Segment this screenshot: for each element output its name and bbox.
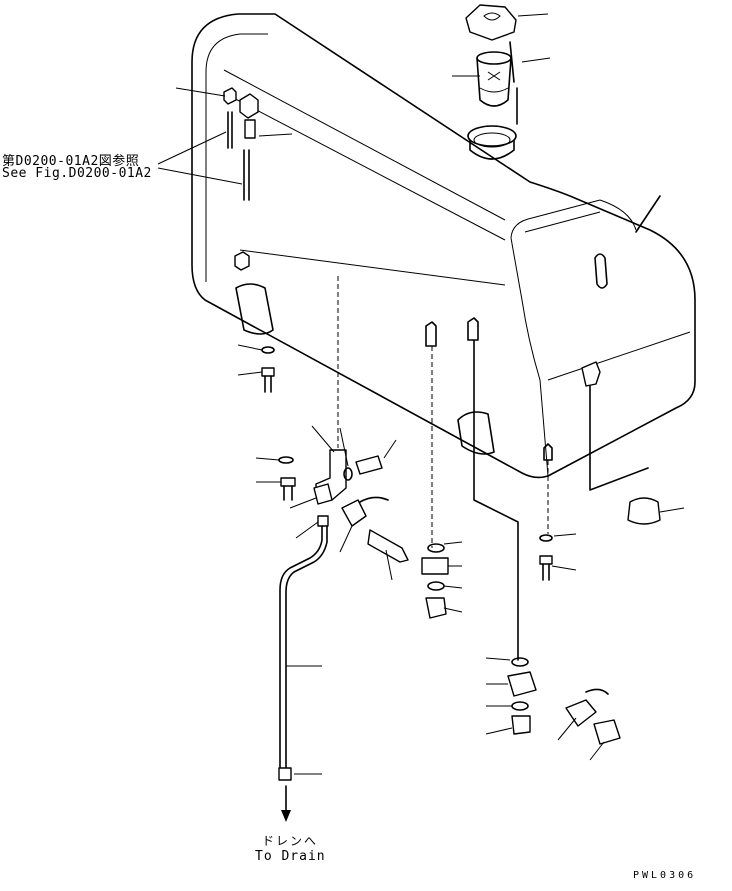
figure-reference-note-ja: 第D0200-01A2図参照 [2, 154, 140, 169]
center-drain-fittings [421, 317, 519, 661]
drain-arrow-icon [281, 810, 291, 822]
upper-left-fittings [223, 87, 259, 201]
drain-note-ja: ドレンへ [262, 834, 319, 848]
left-drain-hardware [261, 276, 339, 501]
figure-code: PWL0306 [633, 870, 697, 881]
right-side-fittings [539, 195, 661, 581]
tank-block-icon [234, 251, 250, 271]
figure-reference-note-en: See Fig.D0200-01A2 [2, 166, 152, 181]
drain-valve-assembly [313, 449, 409, 563]
rubber-mount-icon [627, 497, 661, 525]
right-drain-fittings [507, 657, 621, 745]
drain-pipe [278, 525, 328, 822]
leader-lines [157, 13, 685, 775]
drain-note-en: To Drain [255, 849, 326, 864]
filler-cap-icon [465, 4, 517, 41]
vent-slot-icon [594, 253, 608, 289]
drain-pad-left [235, 283, 274, 335]
fuel-tank [191, 13, 696, 479]
drain-pad-right [457, 411, 495, 455]
filler-assembly [465, 4, 518, 160]
dipstick-icon [509, 41, 515, 83]
